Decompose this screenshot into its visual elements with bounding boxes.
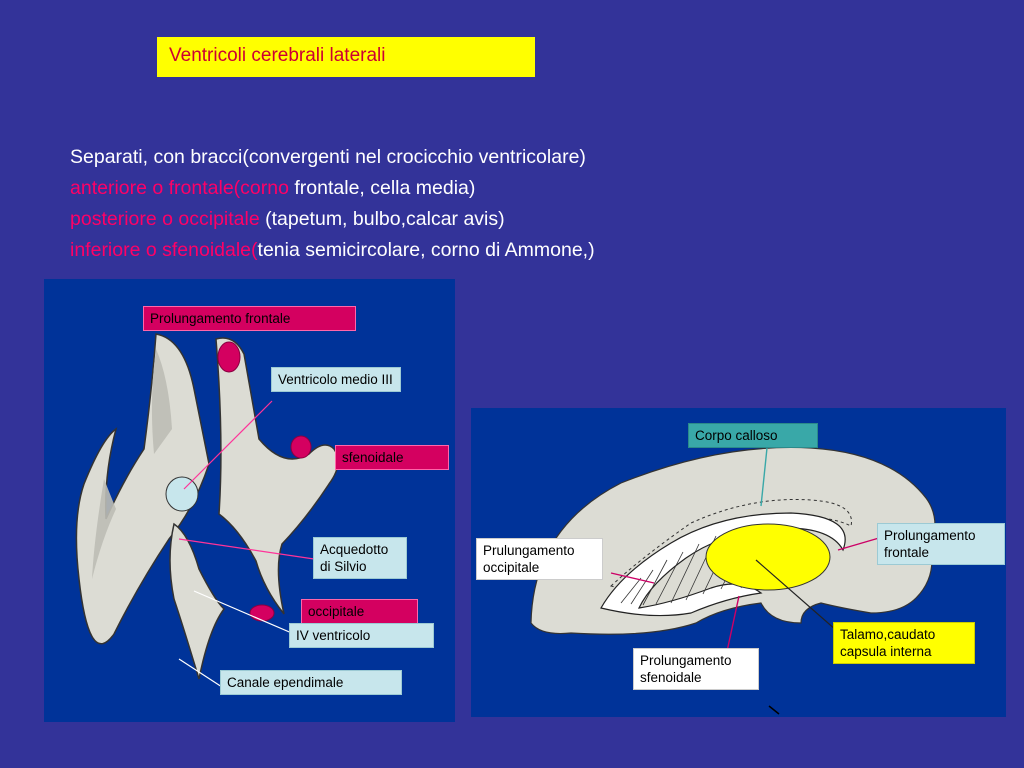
label-occipital-extension: Prulungamento occipitale — [476, 538, 603, 580]
slide-title: Ventricoli cerebrali laterali — [157, 37, 535, 77]
label-third-ventricle: Ventricolo medio III — [271, 367, 401, 392]
description-block: Separati, con bracci(convergenti nel cro… — [70, 142, 970, 266]
description-line-4: inferiore o sfenoidale(tenia semicircola… — [70, 235, 970, 266]
left-diagram-drawing — [44, 279, 455, 722]
ventricle-cast-shape — [75, 333, 339, 680]
label-thalamus: Talamo,caudato capsula interna — [833, 622, 975, 664]
label-fourth-ventricle: IV ventricolo — [289, 623, 434, 648]
third-ventricle-marker — [165, 476, 199, 512]
lateral-ventricle-shape — [600, 512, 846, 617]
corpus-callosum-pointer — [760, 447, 768, 507]
left-ventricle-diagram: Prolungamento frontale Ventricolo medio … — [44, 279, 455, 722]
sphenoidal-horn-marker — [290, 435, 312, 459]
term-posterior-detail: (tapetum, bulbo,calcar avis) — [265, 208, 505, 230]
description-line-2: anteriore o frontale(corno frontale, cel… — [70, 173, 970, 204]
label-occipital: occipitale — [301, 599, 418, 624]
frontal-horn-marker — [217, 341, 241, 373]
label-ependymal-canal: Canale ependimale — [220, 670, 402, 695]
description-line-3: posteriore o occipitale (tapetum, bulbo,… — [70, 204, 970, 235]
label-frontal-extension-right: Prolungamento frontale — [877, 523, 1005, 565]
term-anterior: anteriore o frontale(corno — [70, 177, 295, 199]
term-posterior: posteriore o occipitale — [70, 208, 266, 230]
term-inferior: inferiore o sfenoidale( — [70, 239, 258, 261]
term-inferior-detail: tenia semicircolare, corno di Ammone,) — [257, 239, 595, 261]
right-ventricle-diagram: Corpo calloso Prulungamento occipitale P… — [471, 408, 1006, 717]
label-sphenoidal: sfenoidale — [335, 445, 449, 470]
label-sphenoidal-extension: Prolungamento sfenoidale — [633, 648, 759, 690]
label-corpus-callosum: Corpo calloso — [688, 423, 818, 448]
thalamus-shape — [705, 523, 831, 591]
label-aqueduct: Acquedotto di Silvio — [313, 537, 407, 579]
occipital-horn-marker — [249, 604, 275, 622]
description-line-1: Separati, con bracci(convergenti nel cro… — [70, 146, 586, 168]
thalamus-pointer — [755, 559, 837, 631]
term-anterior-detail: frontale, cella media) — [294, 177, 476, 199]
label-frontal-extension: Prolungamento frontale — [143, 306, 356, 331]
